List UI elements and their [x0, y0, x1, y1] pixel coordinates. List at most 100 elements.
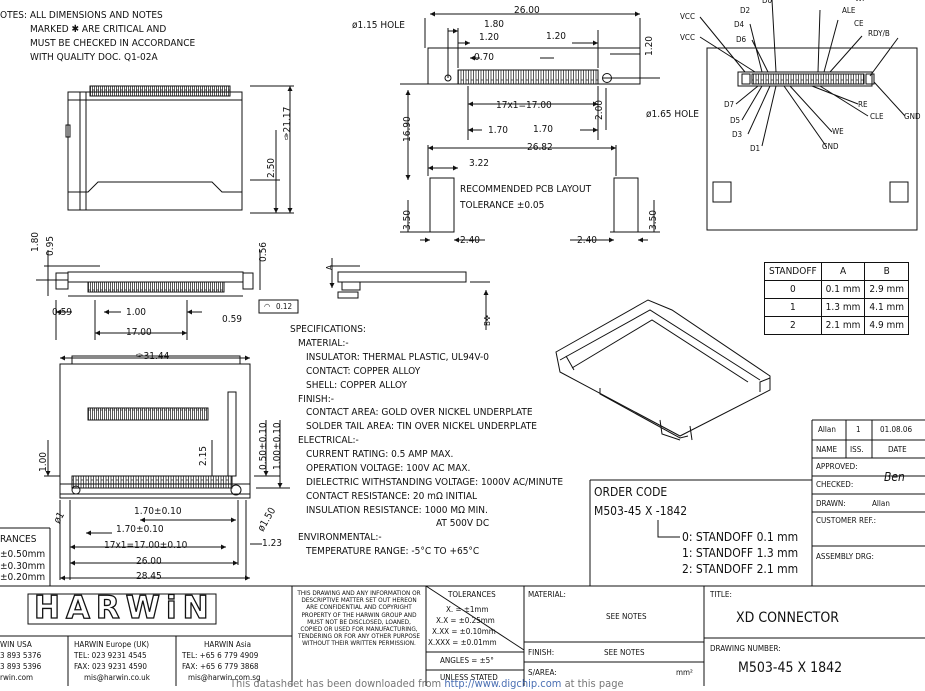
drawn-label: DRAWN:: [816, 499, 846, 508]
dim-0-56: 0.56: [258, 241, 269, 262]
dim-26-00: 26.00: [514, 5, 540, 16]
specs-dielectric: DIELECTRIC WITHSTANDING VOLTAGE: 1000V A…: [306, 477, 564, 488]
dim-26-82: 26.82: [527, 142, 553, 153]
front-view-drawing: [36, 250, 299, 340]
rev-name-header: NAME: [816, 445, 838, 454]
table-cell: 0: [764, 280, 822, 299]
dim-2-50: 2.50: [266, 157, 277, 178]
dim-0-95: 0.95: [45, 235, 56, 256]
dim-0-59-left: 0.59: [52, 307, 73, 318]
tolerance-left-r2: ±0.30mm: [0, 561, 46, 572]
flatness-icon: ◠: [264, 302, 271, 311]
top-view-drawing: [44, 355, 290, 581]
specs-current: CURRENT RATING: 0.5 AMP MAX.: [306, 449, 454, 460]
dim-1-00-tol: 1.00±0.10: [272, 422, 283, 470]
specs-at-500v: AT 500V DC: [436, 518, 490, 529]
pin-d7: D7: [724, 100, 735, 109]
download-watermark: This datasheet has been downloaded from …: [230, 677, 624, 690]
finish-label: FINISH:: [528, 648, 555, 657]
table-row: 0 0.1 mm 2.9 mm: [764, 280, 910, 299]
notes-line-3: MUST BE CHECKED IN ACCORDANCE: [30, 38, 196, 49]
rev-iss: 1: [856, 425, 861, 434]
specs-temperature: TEMPERATURE RANGE: -5°C TO +65°C: [306, 546, 480, 557]
side-view-drawing: [65, 85, 294, 214]
dim-28-45: 28.45: [136, 571, 162, 582]
pin-d5: D5: [730, 116, 741, 125]
checked-label: CHECKED:: [816, 480, 854, 489]
tolerance-angles: ANGLES = ±5°: [440, 656, 494, 665]
tolerance-xxxx: X.XXX = ±0.01mm: [428, 638, 497, 647]
table-cell: 4.1 mm: [864, 298, 910, 317]
watermark-prefix: This datasheet has been downloaded from: [230, 677, 445, 690]
order-code-title: ORDER CODE: [594, 485, 668, 499]
dim-2-00: 2.00: [594, 99, 605, 120]
dim-17x1-tol: 17x1=17.00±0.10: [104, 540, 188, 551]
title-label: TITLE:: [710, 590, 732, 599]
dim-1-00: 1.00: [126, 307, 147, 318]
specs-insulation: INSULATION RESISTANCE: 1000 MΩ MIN.: [306, 505, 488, 516]
specs-insulator: INSULATOR: THERMAL PLASTIC, UL94V-0: [306, 352, 489, 363]
pin-gnd-2: GND: [904, 112, 921, 121]
tolerance-xxx: X.XX = ±0.10mm: [432, 627, 496, 636]
material-value: SEE NOTES: [606, 612, 647, 621]
specs-material: MATERIAL:-: [298, 338, 349, 349]
dim-1-80-pcb: 1.80: [484, 19, 505, 30]
dim-1-70-a: 1.70: [488, 125, 509, 136]
contact-usa-web: rwin.com: [0, 673, 34, 682]
pin-d3: D3: [732, 130, 743, 139]
hole-1-15-label: ø1.15 HOLE: [352, 20, 405, 31]
dim-17x1: 17x1=17.00: [496, 100, 552, 111]
notes-line-1: OTES: ALL DIMENSIONS AND NOTES: [0, 10, 163, 21]
specs-solder-tail: SOLDER TAIL AREA: TIN OVER NICKEL UNDERP…: [306, 421, 537, 432]
dim-3-50-a: 3.50: [402, 209, 413, 230]
pin-d4: D4: [734, 20, 745, 29]
pin-ale: ALE: [842, 6, 856, 15]
watermark-suffix: at this page: [561, 677, 624, 690]
specs-shell: SHELL: COPPER ALLOY: [306, 380, 407, 391]
tolerance-xx: X.X = ±0.25mm: [436, 616, 495, 625]
hole-1-65-label: ø1.65 HOLE: [646, 109, 699, 120]
standoff-header: STANDOFF: [764, 262, 822, 281]
pcb-layout-tolerance: TOLERANCE ±0.05: [460, 200, 545, 211]
contact-uk-title: HARWIN Europe (UK): [74, 640, 150, 649]
standoff-table-header: STANDOFF A B: [764, 262, 910, 281]
pin-cle: CLE: [870, 112, 884, 121]
specs-environmental: ENVIRONMENTAL:-: [298, 532, 382, 543]
pin-ce: CE: [854, 19, 864, 28]
table-row: 2 2.1 mm 4.9 mm: [764, 316, 910, 335]
dim-21-17: ✑21.17: [282, 106, 293, 140]
dim-1-20-b: 1.20: [546, 31, 567, 42]
dim-31-44: ✑31.44: [136, 351, 170, 362]
dim-1-70-tol-a: 1.70±0.10: [134, 506, 182, 517]
finish-value: SEE NOTES: [604, 648, 645, 657]
order-option-2: 2: STANDOFF 2.1 mm: [682, 562, 799, 576]
dim-2-40-b: 2.40: [577, 235, 598, 246]
dim-0-70: 0.70: [474, 52, 495, 63]
tolerance-left-title: RANCES: [0, 534, 37, 545]
pin-rdy: RDY/B: [868, 29, 890, 38]
specs-contact: CONTACT: COPPER ALLOY: [306, 366, 421, 377]
tolerance-left-r3: ±0.20mm: [0, 572, 46, 583]
order-code-value: M503-45 X -1842: [594, 504, 688, 518]
watermark-link[interactable]: http://www.digchip.com: [444, 677, 562, 690]
pin-gnd-1: GND: [822, 142, 839, 151]
dim-16-90: 16.90: [402, 116, 413, 142]
dim-17-00: 17.00: [126, 327, 152, 338]
material-label: MATERIAL:: [528, 590, 566, 599]
contact-usa-tel: 3 893 5376: [0, 651, 42, 660]
checked-signature: Ben: [884, 470, 905, 484]
pcb-layout-title: RECOMMENDED PCB LAYOUT: [460, 184, 592, 195]
pcb-layout-drawing: [400, 11, 660, 243]
dim-0-59-right: 0.59: [222, 314, 243, 325]
dim-1-70-tol-b: 1.70±0.10: [116, 524, 164, 535]
notes-line-4: WITH QUALITY DOC. Q1-02A: [30, 52, 158, 63]
table-row: 1 1.3 mm 4.1 mm: [764, 298, 910, 317]
order-option-0: 0: STANDOFF 0.1 mm: [682, 530, 799, 544]
specs-title: SPECIFICATIONS:: [290, 324, 366, 335]
order-code-leader: [657, 520, 680, 538]
order-option-1: 1: STANDOFF 1.3 mm: [682, 546, 799, 560]
area-unit: mm²: [676, 668, 693, 677]
confidentiality-disclaimer: THIS DRAWING AND ANY INFORMATION OR DESC…: [297, 589, 421, 648]
drawing-number-label: DRAWING NUMBER:: [710, 644, 781, 653]
